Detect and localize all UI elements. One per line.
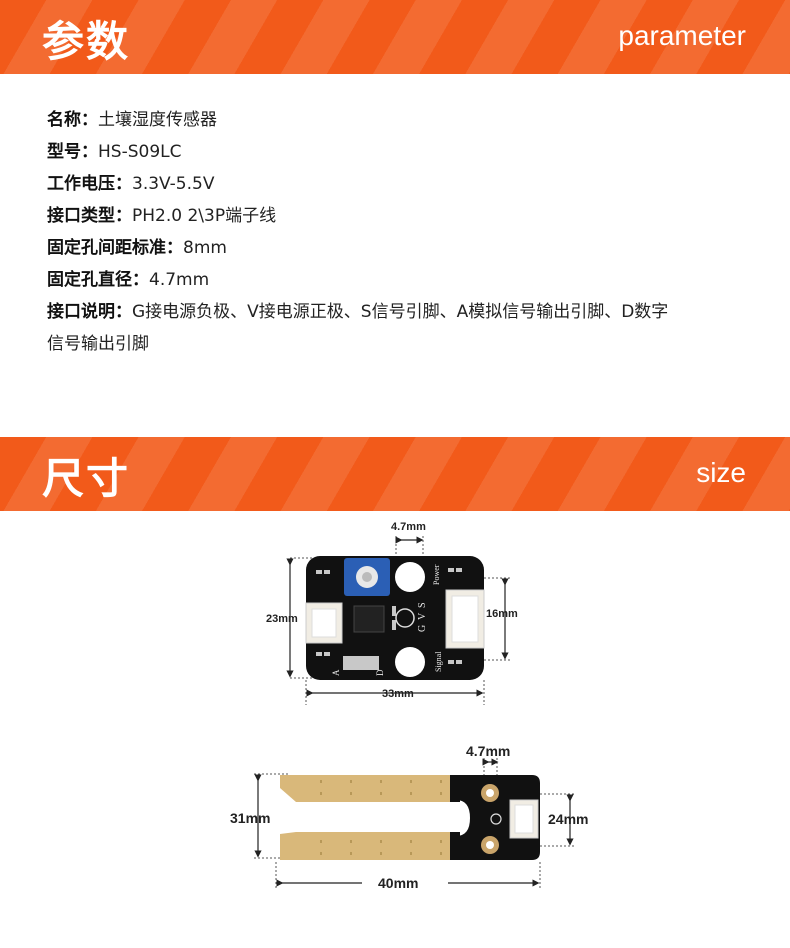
size-banner: 尺寸 size [0, 437, 790, 511]
param-value: G接电源负极、V接电源正极、S信号引脚、A模拟信号输出引脚、D数字 [132, 302, 669, 322]
probe-hole-dimension-label: 4.7mm [466, 743, 510, 759]
slide-switch [343, 656, 379, 670]
silk-s-label: S [417, 602, 428, 608]
probe-height-dimension-label: 31mm [230, 810, 270, 826]
probe-connector [509, 799, 539, 839]
probe-prong-top [280, 775, 456, 802]
param-value: 3.3V-5.5V [132, 174, 215, 194]
board2-guides [254, 758, 574, 890]
param-key: 型号： [47, 142, 98, 162]
param-row: 工作电压：3.3V-5.5V [47, 168, 757, 200]
left-connector [305, 602, 343, 644]
param-key: 固定孔间距标准： [47, 238, 183, 258]
logo-mark [395, 608, 415, 628]
height-dimension-label: 23mm [266, 613, 298, 625]
param-value: HS-S09LC [98, 142, 182, 162]
param-row: 信号输出引脚 [47, 328, 757, 360]
probe-connector-dimension-label: 24mm [548, 811, 588, 827]
param-value: PH2.0 2\3P端子线 [132, 206, 277, 226]
board1-guides [290, 536, 510, 705]
mounting-hole-top [395, 562, 425, 592]
right-connector [445, 589, 485, 649]
banner-stripes [0, 0, 790, 74]
param-row: 接口类型：PH2.0 2\3P端子线 [47, 200, 757, 232]
param-row: 名称：土壤湿度传感器 [47, 104, 757, 136]
ic-chip [353, 605, 385, 633]
param-value: 土壤湿度传感器 [98, 110, 217, 130]
probe-hole-bottom [481, 836, 499, 854]
parameter-banner: 参数 parameter [0, 0, 790, 74]
board2-dim-lines [254, 758, 574, 887]
sensor-module-board [305, 556, 485, 680]
section-subtitle: parameter [618, 20, 746, 51]
probe-hole-top [481, 784, 499, 802]
probe-board [280, 775, 540, 860]
param-value: 4.7mm [149, 270, 210, 290]
silk-v-label: V [417, 612, 428, 620]
param-row: 接口说明：G接电源负极、V接电源正极、S信号引脚、A模拟信号输出引脚、D数字 [47, 296, 757, 328]
section-subtitle: size [696, 457, 746, 488]
param-row: 固定孔间距标准：8mm [47, 232, 757, 264]
param-row: 固定孔直径：4.7mm [47, 264, 757, 296]
param-key: 固定孔直径： [47, 270, 149, 290]
banner-stripes [0, 437, 790, 511]
param-value: 8mm [183, 238, 227, 258]
hole-dimension-label: 4.7mm [391, 521, 426, 533]
section-title: 尺寸 [42, 454, 131, 503]
param-value: 信号输出引脚 [47, 334, 149, 354]
param-row: 型号：HS-S09LC [47, 136, 757, 168]
potentiometer [344, 558, 390, 596]
silk-signal-label: Signal [434, 651, 443, 672]
silk-g-label: G [417, 625, 428, 632]
board1-dim-lines [286, 536, 509, 697]
silk-power-label: Power [432, 564, 441, 585]
section-title: 参数 [42, 17, 131, 66]
connector-dimension-label: 16mm [486, 608, 518, 620]
width-dimension-label: 33mm [382, 688, 414, 700]
silk-a-label: A [331, 669, 341, 676]
silk-d-label: D [375, 669, 385, 676]
param-key: 接口说明： [47, 302, 132, 322]
probe-prong-bottom [280, 832, 456, 860]
parameter-list: 名称：土壤湿度传感器 型号：HS-S09LC 工作电压：3.3V-5.5V 接口… [47, 104, 757, 360]
probe-width-dimension-label: 40mm [378, 875, 418, 891]
mounting-hole-bottom [395, 647, 425, 677]
param-key: 工作电压： [47, 174, 132, 194]
param-key: 名称： [47, 110, 98, 130]
param-key: 接口类型： [47, 206, 132, 226]
